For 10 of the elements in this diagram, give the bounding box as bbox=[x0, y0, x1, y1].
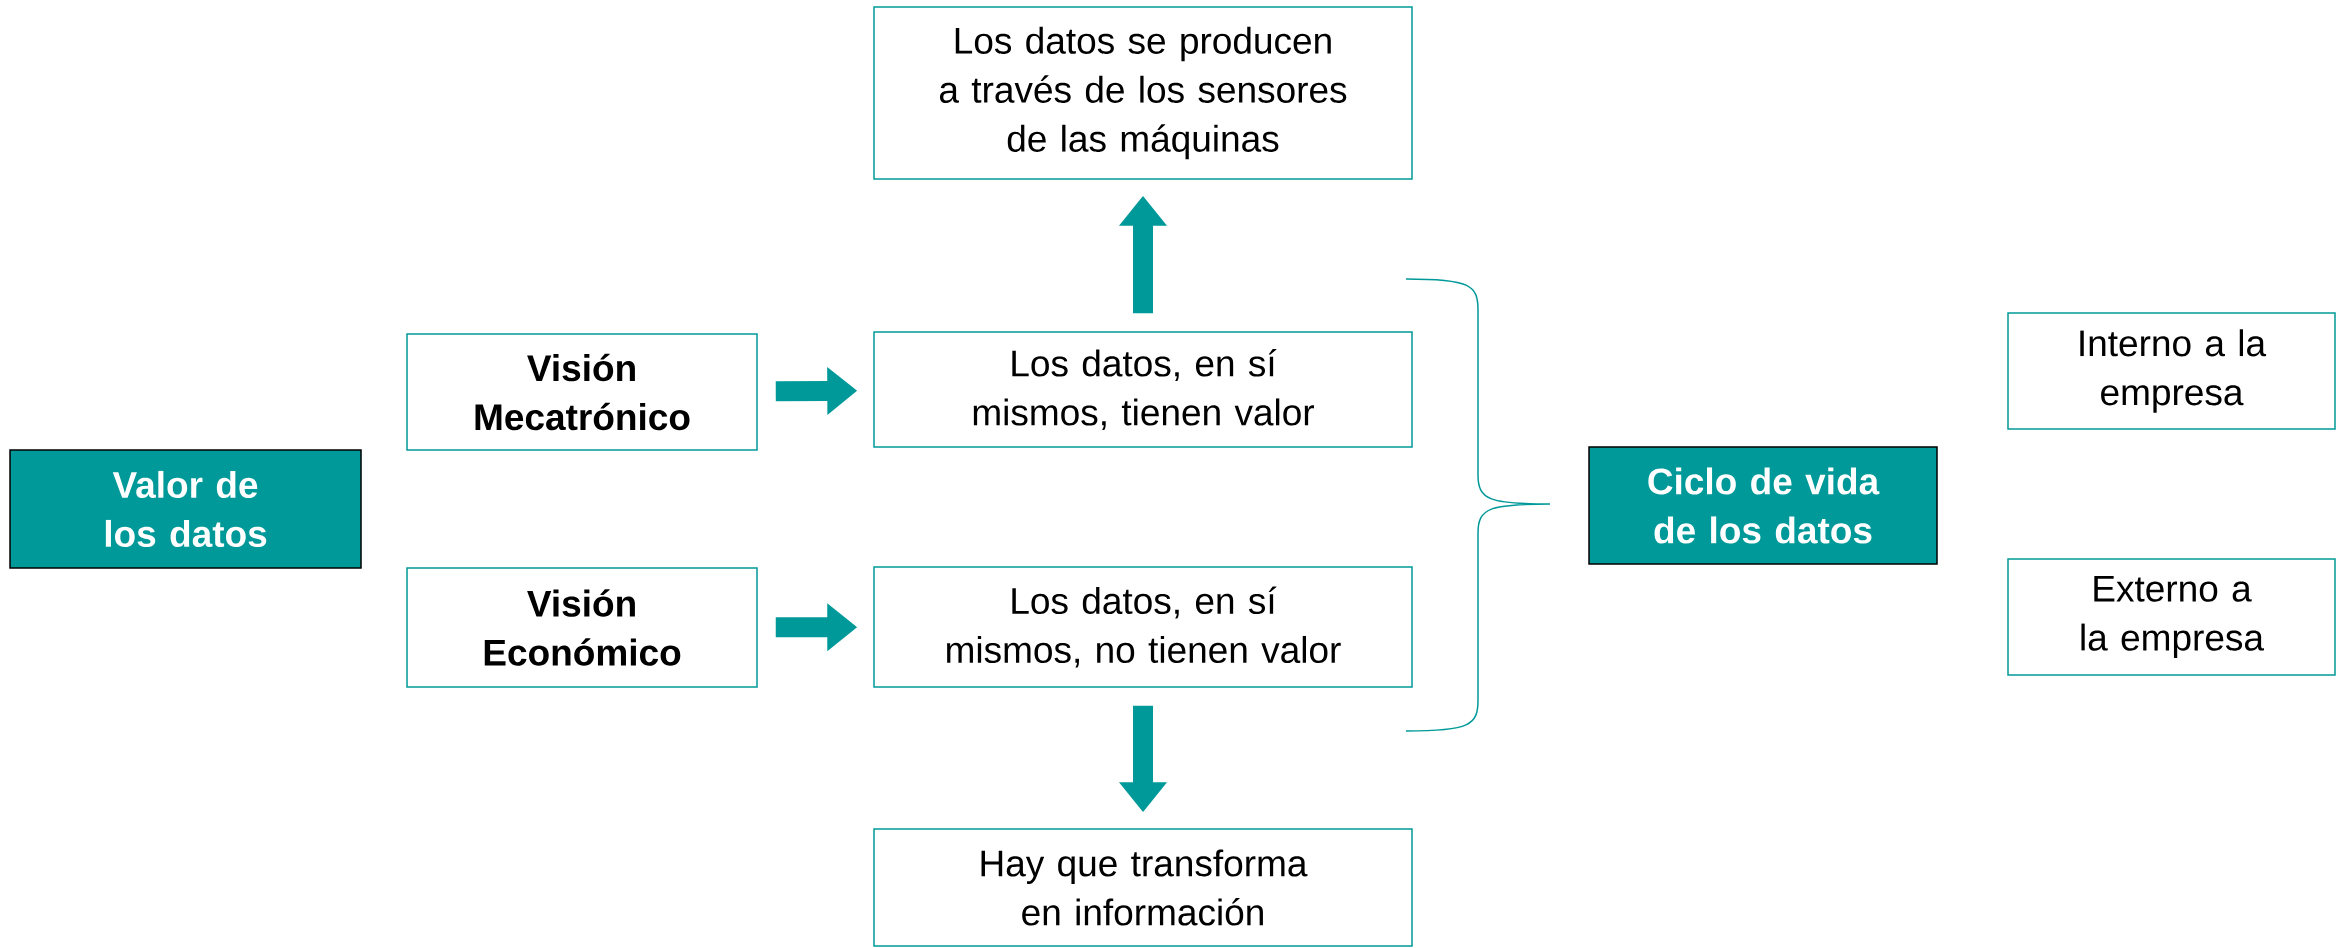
text-box: Los datos, en sí mismos, tienen valor bbox=[873, 331, 1413, 448]
text-box: Los datos se producen a través de los sensores de las máquinas bbox=[873, 6, 1413, 180]
title-box: Ciclo de vida de los datos bbox=[1588, 446, 1938, 565]
text-box: Hay que transforma en información bbox=[873, 828, 1413, 947]
text-box: Externo a la empresa bbox=[2007, 558, 2336, 676]
heading-box: Visión Mecatrónico bbox=[406, 333, 758, 451]
heading-box: Visión Económico bbox=[406, 567, 758, 688]
text-box: Los datos, en sí mismos, no tienen valor bbox=[873, 566, 1413, 688]
text-box: Interno a la empresa bbox=[2007, 312, 2336, 430]
title-box: Valor de los datos bbox=[9, 449, 362, 569]
